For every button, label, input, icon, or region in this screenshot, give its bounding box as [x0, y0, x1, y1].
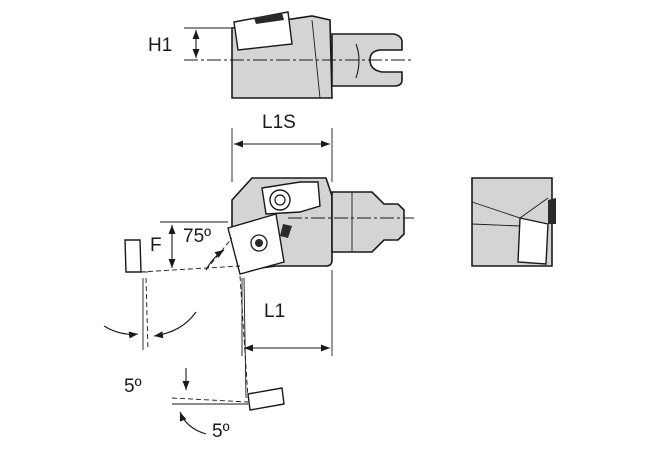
f-label: F	[150, 235, 162, 256]
l1s-label: L1S	[262, 112, 296, 133]
l1-label: L1	[264, 301, 285, 322]
side-view-shank	[331, 191, 405, 253]
angle-5-left-label: 5º	[124, 376, 142, 397]
top-view: H1	[148, 11, 412, 99]
end-view	[471, 177, 556, 267]
clamp-screw-icon	[269, 189, 291, 211]
end-view-insert	[517, 217, 549, 265]
workpiece-bottom	[247, 387, 285, 411]
side-view: L1S F 75º	[103, 112, 414, 442]
angle-5-left-arc	[153, 311, 197, 339]
angle-5-bottom-label: 5º	[212, 421, 230, 442]
workpiece-left	[124, 239, 142, 273]
angle-75-label: 75º	[183, 226, 211, 247]
h1-label: H1	[148, 35, 172, 56]
angle-5-bottom-arc	[179, 411, 207, 435]
